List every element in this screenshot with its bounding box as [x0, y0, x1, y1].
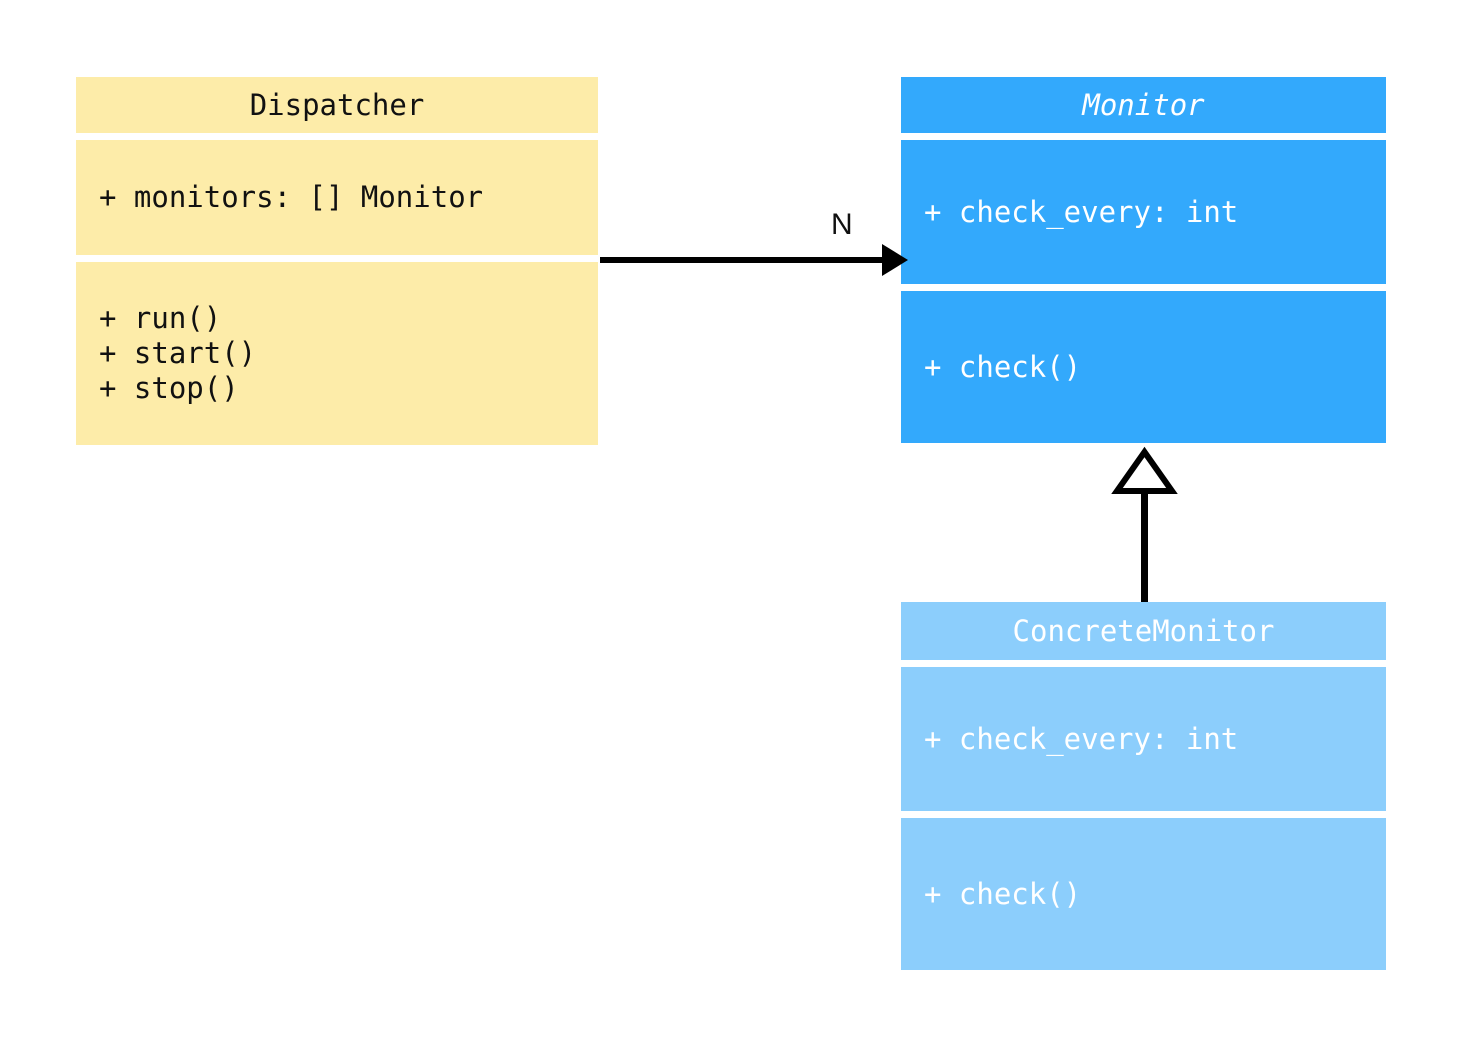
- class-divider: [901, 132, 1386, 140]
- association-arrow-dispatcher-to-monitor: [600, 244, 908, 276]
- class-box-dispatcher[interactable]: Dispatcher + monitors: [] Monitor + run(…: [76, 77, 598, 445]
- method-row: + check(): [924, 349, 1082, 384]
- class-methods-monitor: + check(): [901, 291, 1386, 443]
- class-attributes-dispatcher: + monitors: [] Monitor: [76, 140, 598, 255]
- method-row: + start(): [99, 336, 257, 370]
- class-divider: [901, 284, 1386, 292]
- attribute-row: + check_every: int: [924, 721, 1239, 756]
- attribute-row: + check_every: int: [924, 194, 1239, 229]
- class-title-dispatcher: Dispatcher: [76, 77, 598, 133]
- attribute-row: + monitors: [] Monitor: [99, 180, 484, 214]
- class-divider: [901, 811, 1386, 819]
- hollow-triangle-arrowhead-icon: [1111, 446, 1178, 494]
- method-row: + check(): [924, 876, 1082, 911]
- class-methods-dispatcher: + run() + start() + stop(): [76, 262, 598, 445]
- inheritance-arrow-concretemonitor-to-monitor: [1111, 446, 1178, 602]
- class-box-concretemonitor[interactable]: ConcreteMonitor + check_every: int + che…: [901, 602, 1386, 971]
- class-box-monitor[interactable]: Monitor + check_every: int + check(): [901, 77, 1386, 443]
- method-row: + stop(): [99, 371, 239, 405]
- class-divider: [901, 659, 1386, 667]
- class-attributes-concretemonitor: + check_every: int: [901, 666, 1386, 812]
- class-attributes-monitor: + check_every: int: [901, 139, 1386, 285]
- class-title-monitor: Monitor: [901, 77, 1386, 133]
- class-methods-concretemonitor: + check(): [901, 818, 1386, 971]
- association-multiplicity-label: N: [831, 208, 853, 241]
- class-divider: [76, 255, 598, 262]
- class-divider: [76, 133, 598, 140]
- class-title-concretemonitor: ConcreteMonitor: [901, 602, 1386, 660]
- filled-triangle-arrowhead-icon: [882, 244, 908, 276]
- method-row: + run(): [99, 301, 222, 335]
